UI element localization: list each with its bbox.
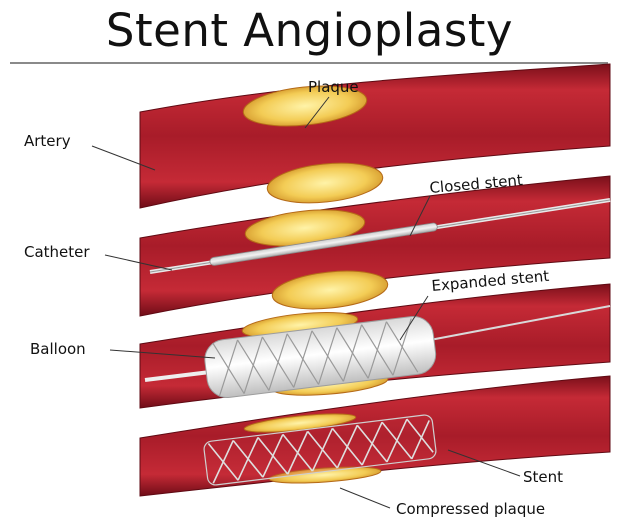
label-artery: Artery bbox=[24, 132, 71, 150]
label-plaque: Plaque bbox=[308, 78, 359, 96]
label-stent: Stent bbox=[523, 468, 563, 486]
label-compressed-plaque: Compressed plaque bbox=[396, 500, 545, 518]
label-balloon: Balloon bbox=[30, 340, 86, 358]
label-catheter: Catheter bbox=[24, 243, 90, 261]
